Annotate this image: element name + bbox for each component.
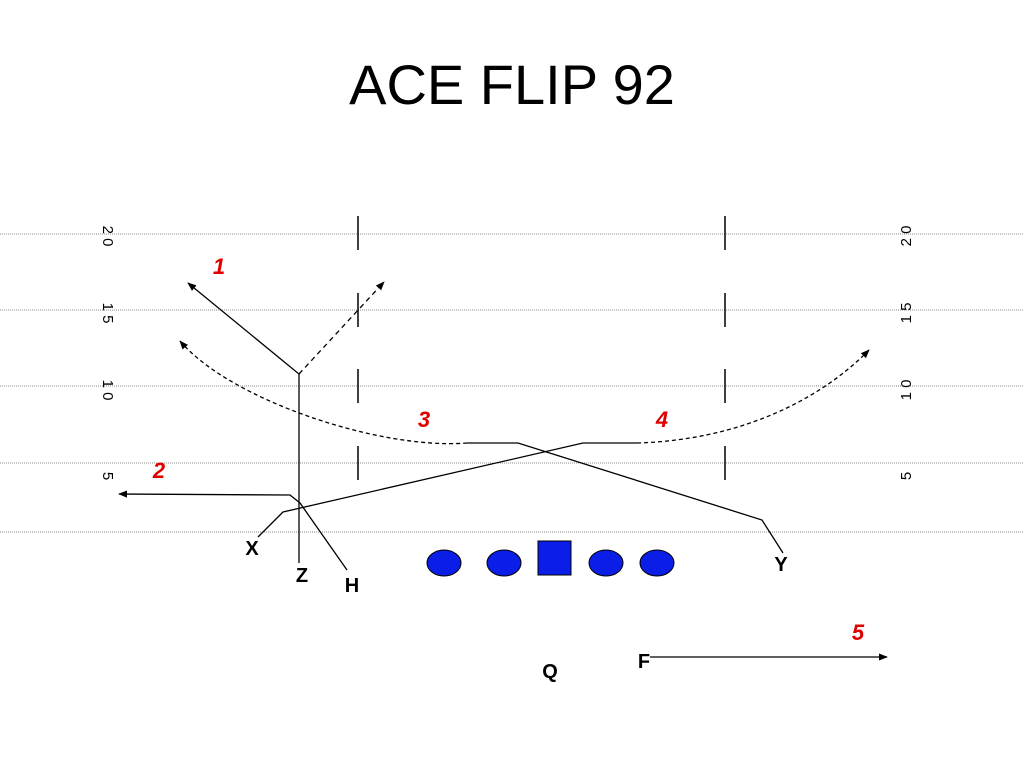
yard-number-left-10: 1 0 — [99, 380, 116, 401]
offensive-line — [426, 540, 675, 577]
route-4-option — [636, 349, 870, 444]
lineman-left-tackle — [426, 549, 462, 577]
position-y: Y — [774, 554, 788, 576]
yard-lines — [0, 233, 1024, 533]
yard-number-right-5: 5 — [898, 472, 915, 480]
yard-number-right-20: 2 0 — [898, 226, 915, 247]
route-number-1: 1 — [213, 254, 225, 279]
route-z — [187, 282, 300, 563]
route-x — [257, 442, 637, 538]
route-3-option — [179, 340, 468, 445]
route-number-2: 2 — [152, 458, 166, 483]
position-f: F — [638, 651, 650, 673]
hash-marks — [357, 216, 726, 480]
yard-number-right-15: 1 5 — [898, 303, 915, 324]
route-number-4: 4 — [655, 407, 668, 432]
yard-number-right-10: 1 0 — [898, 380, 915, 401]
position-q: Q — [542, 661, 558, 683]
position-x: X — [245, 538, 259, 560]
yard-number-left-20: 2 0 — [99, 226, 116, 247]
yard-number-left-5: 5 — [99, 472, 116, 480]
lineman-right-guard — [588, 549, 624, 577]
lineman-left-guard — [486, 549, 522, 577]
lineman-right-tackle — [639, 549, 675, 577]
routes — [118, 281, 888, 661]
yard-number-left-15: 1 5 — [99, 303, 116, 324]
position-h: H — [345, 575, 359, 597]
route-y — [467, 442, 784, 554]
position-z: Z — [296, 565, 308, 587]
route-h — [118, 490, 348, 571]
route-number-5: 5 — [852, 620, 865, 645]
route-number-3: 3 — [418, 407, 430, 432]
play-title: ACE FLIP 92 — [349, 53, 675, 116]
lineman-center — [537, 540, 572, 576]
route-z-option — [298, 281, 385, 375]
